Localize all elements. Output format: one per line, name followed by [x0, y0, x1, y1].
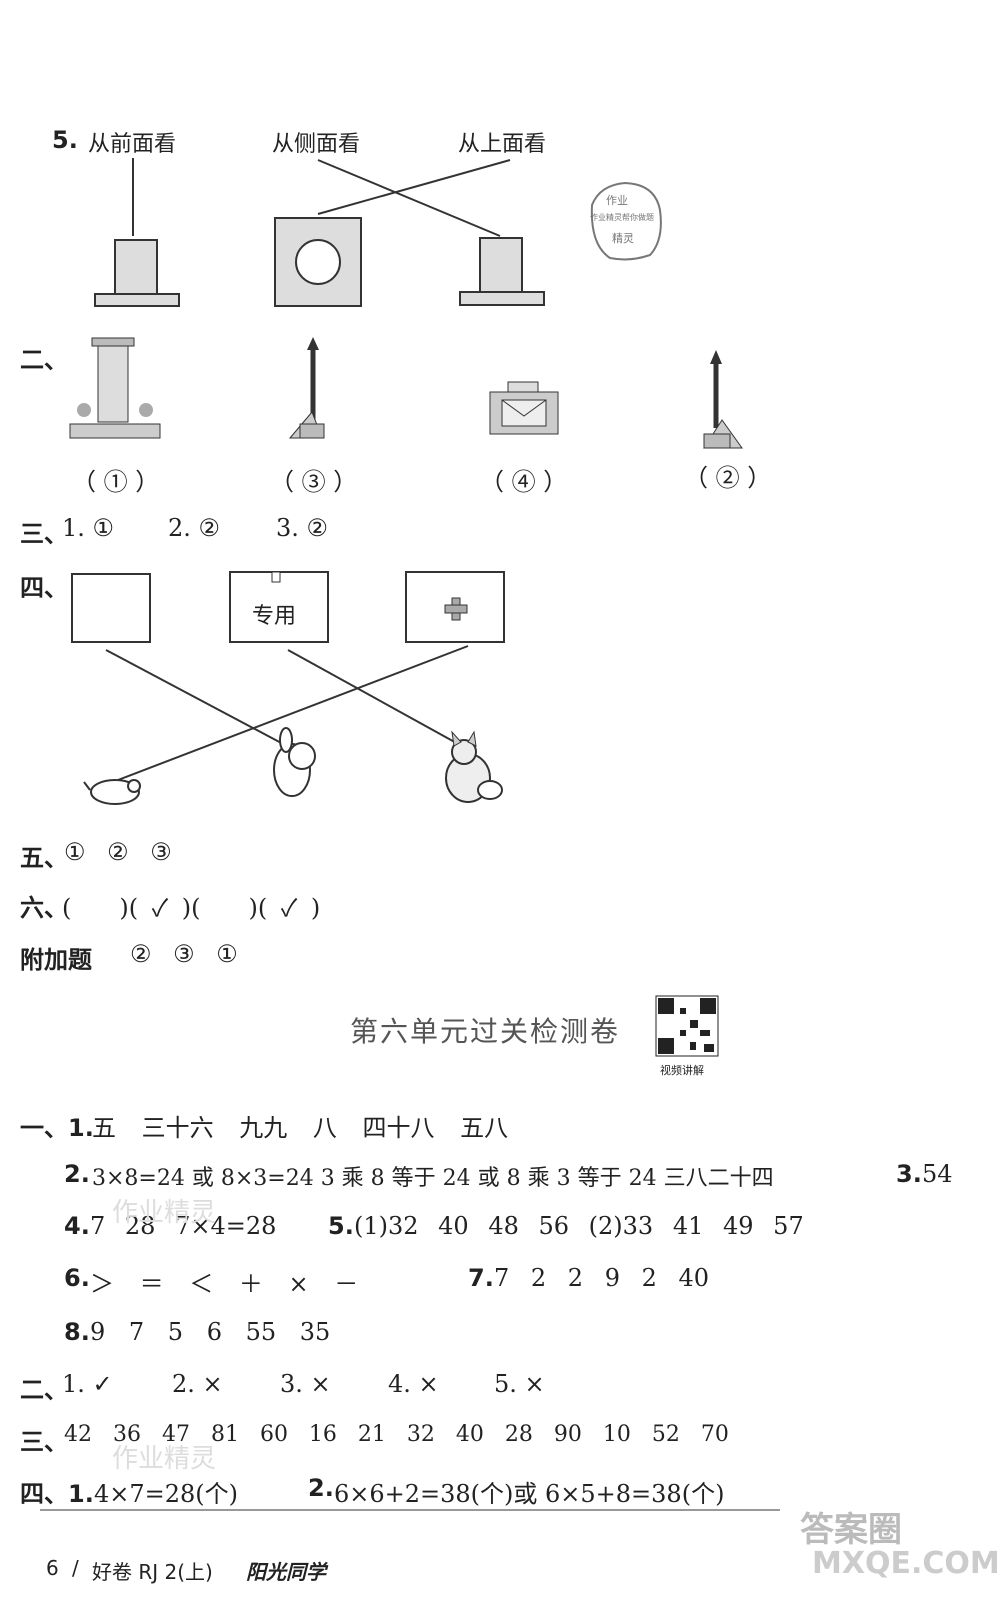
match-line-1 [105, 649, 286, 746]
stamp-text-1: 作业 [606, 194, 628, 207]
fox-icon [445, 730, 503, 803]
extra-question-answers: ② ③ ① [130, 940, 238, 968]
p1-line3-number5: 5. [328, 1212, 354, 1240]
answer-tower-1: （ ③ ） [270, 468, 358, 496]
page-number: 6 [46, 1556, 59, 1580]
top-view-figure [274, 217, 362, 307]
section-3-answer-3: 3. ② [276, 514, 329, 542]
section-5-label: 五、 [20, 844, 68, 872]
blank-sign-box [71, 573, 151, 643]
book-name: 好卷 RJ 2(上) [92, 1560, 213, 1584]
label-front-view: 从前面看 [88, 132, 177, 157]
sign-tab [271, 571, 281, 583]
section-3-label: 三、 [20, 520, 68, 548]
watermark-2: 作业精灵 [112, 1444, 217, 1474]
p1-line5-number: 8. [64, 1318, 90, 1346]
cross-icon [444, 597, 468, 621]
p1-line2-text: 3×8=24 或 8×3=24 3 乘 8 等于 24 或 8 乘 3 等于 2… [92, 1166, 774, 1191]
tower-figure-1 [288, 337, 325, 439]
side-view-figure [459, 237, 545, 306]
watermark-1: 作业精灵 [112, 1198, 217, 1228]
answer-envelope: （ ④ ） [480, 468, 568, 496]
p1-line3-text5: (1)32 40 48 56 (2)33 41 49 57 [354, 1212, 804, 1240]
stamp-text-3: 精灵 [612, 232, 634, 245]
brand-logo: 阳光同学 [246, 1560, 326, 1584]
unit-title: 第六单元过关检测卷 [350, 1015, 621, 1048]
p2-item-4: 4. × [388, 1370, 439, 1398]
section-6-label: 六、 [20, 894, 68, 922]
answer-monument: （ ① ） [72, 468, 160, 496]
section-3-answer-2: 2. ② [168, 514, 221, 542]
p2-item-1: 1. ✓ [62, 1370, 113, 1398]
front-view-figure [94, 239, 180, 307]
section-6-answers: ( )( ✓ )( )( ✓ ) [62, 894, 321, 922]
q5-number: 5. [52, 126, 78, 154]
p4-number-2: 2. [308, 1474, 334, 1502]
qr-code-icon [655, 995, 719, 1057]
label-top-view: 从上面看 [458, 132, 547, 157]
bird-icon [83, 779, 141, 805]
label-side-view: 从侧面看 [272, 132, 361, 157]
p1-line3-number: 4. [64, 1212, 90, 1240]
special-sign-text: 专用 [252, 604, 297, 629]
p2-item-3: 3. × [280, 1370, 331, 1398]
stamp-text-2: 作业精灵帮你做题 [590, 213, 654, 222]
p3-label: 三、 [20, 1428, 68, 1456]
footer-slash: / [72, 1556, 79, 1580]
p1-line2-number3: 3. [896, 1160, 922, 1188]
match-line-2 [287, 649, 461, 746]
p4-answer-1: 4×7=28(个) [94, 1480, 239, 1508]
rabbit-icon [273, 727, 316, 797]
match-line-side [317, 159, 501, 237]
extra-question-label: 附加题 [20, 946, 92, 974]
p1-line1-number: 一、1. [20, 1114, 94, 1142]
qr-caption: 视频讲解 [660, 1064, 704, 1077]
p2-item-5: 5. × [494, 1370, 545, 1398]
p4-answer-2: 6×6+2=38(个)或 6×5+8=38(个) [334, 1480, 725, 1508]
p1-line2-number: 2. [64, 1160, 90, 1188]
p2-item-2: 2. × [172, 1370, 223, 1398]
p1-line3-text: 7 28 7×4=28 [90, 1212, 277, 1240]
p1-line4-text7: 7 2 2 9 2 40 [494, 1264, 710, 1292]
special-sign-box [229, 571, 329, 643]
section-2-label: 二、 [20, 346, 68, 374]
envelope-figure [489, 381, 559, 435]
match-line-top [317, 159, 511, 215]
p1-line5-text: 9 7 5 6 55 35 [90, 1318, 331, 1346]
monument-figure [69, 337, 161, 439]
p1-line1-text: 五 三十六 九九 八 四十八 五八 [92, 1114, 509, 1142]
p1-line4-number7: 7. [468, 1264, 494, 1292]
p2-label: 二、 [20, 1376, 68, 1404]
stamp [590, 181, 662, 261]
answer-tower-2: （ ② ） [684, 464, 772, 492]
watermark-url: MXQE.COM [812, 1546, 1000, 1581]
tower-figure-2 [703, 350, 743, 449]
match-line-3 [117, 645, 469, 781]
p3-text: 42 36 47 81 60 16 21 32 40 28 90 10 52 7… [64, 1422, 729, 1447]
section-5-answers: ① ② ③ [64, 838, 172, 866]
p1-line4-text: ＞ ＝ ＜ ＋ × － [90, 1270, 359, 1298]
p4-label: 四、1. [20, 1480, 94, 1508]
section-4-label: 四、 [20, 574, 68, 602]
p1-line2-text3: 54 [922, 1160, 953, 1188]
p1-line4-number: 6. [64, 1264, 90, 1292]
watermark-logo: 答案圈 [800, 1510, 902, 1550]
section-3-answer-1: 1. ① [62, 514, 115, 542]
